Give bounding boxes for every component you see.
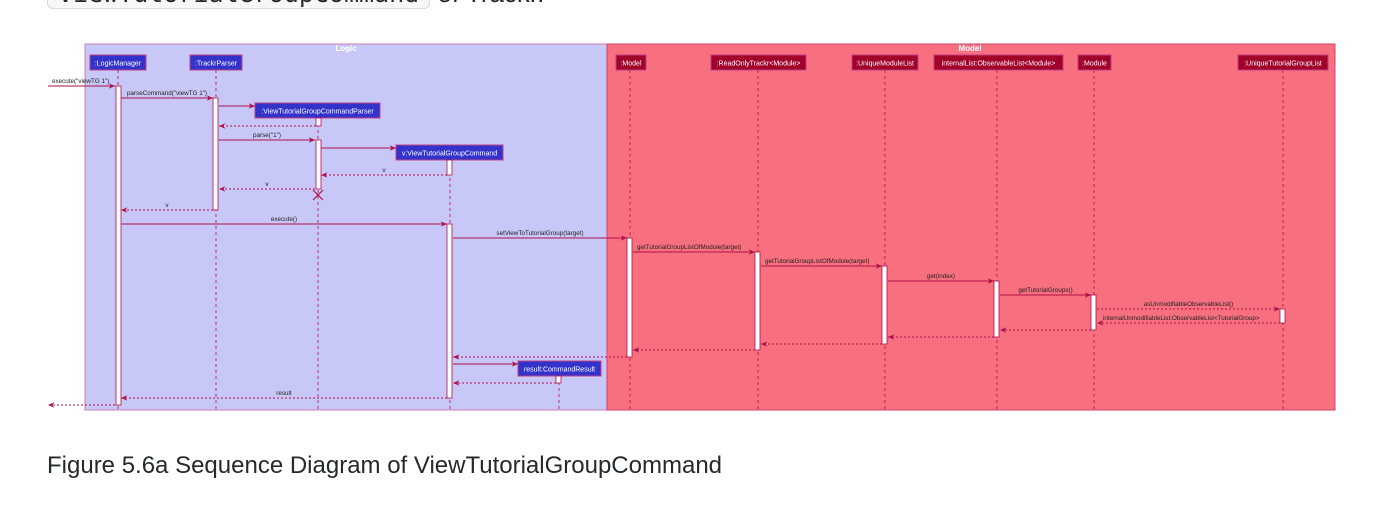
logic-group-box xyxy=(84,43,608,411)
trackr-parser-participant-box xyxy=(189,54,243,71)
as-unmodifiable-message-label: asUnmodifiableObservableList() xyxy=(1144,301,1234,308)
parse-message-label: parse("1") xyxy=(253,132,281,139)
figure-caption: Figure 5.6a Sequence Diagram of ViewTuto… xyxy=(47,452,723,479)
module-participant-label: :Module xyxy=(1082,61,1107,68)
logic-manager-participant-box xyxy=(89,54,147,71)
unique-tutorial-group-list-participant-label: :UniqueTutorialGroupList xyxy=(1244,61,1322,68)
unique-tutorial-group-list-participant-box xyxy=(1237,54,1329,71)
execute-message-label: execute() xyxy=(271,216,297,223)
trackr-parser-participant-label: :TrackrParser xyxy=(195,61,238,68)
logic-group-title: Logic xyxy=(335,44,357,53)
model-participant-box xyxy=(615,54,647,71)
code-span: ViewTutorialGroupCommand xyxy=(47,0,431,9)
activation-bar xyxy=(881,265,888,345)
read-only-trackr-participant-box xyxy=(710,54,807,71)
activation-bar xyxy=(212,97,219,211)
model-group-title: Model xyxy=(958,44,981,53)
internal-unmodifiable-message-label: internalUnmodifiableList:ObservableList<… xyxy=(1103,315,1260,322)
get-tutorial-groups-message-label: getTutorialGroups() xyxy=(1018,287,1072,294)
internal-list-participant-label: internalList:ObservableList<Module> xyxy=(942,61,1056,68)
unique-module-list-participant-box xyxy=(851,54,919,71)
activation-bar xyxy=(626,237,633,358)
activation-bar xyxy=(1090,294,1097,331)
read-only-trackr-participant-label: :ReadOnlyTrackr<Module> xyxy=(717,61,801,68)
command-result-participant-label: result:CommandResult xyxy=(524,367,595,374)
activation-bar xyxy=(315,139,322,190)
internal-list-participant-box xyxy=(933,54,1064,71)
activation-bar xyxy=(993,280,1000,338)
set-view-message-label: setViewToTutorialGroup(target) xyxy=(496,230,583,237)
v1-message-label: v xyxy=(382,167,386,174)
intro-text: of Trackr. xyxy=(430,0,544,8)
activation-bar xyxy=(446,159,453,176)
model-group-box xyxy=(606,43,1336,411)
intro-line: ViewTutorialGroupCommand of Trackr. xyxy=(47,0,544,9)
get-tg-list-2-message-label: getTutorialGroupListOfModule(target) xyxy=(765,258,869,265)
model-participant-label: :Model xyxy=(620,61,641,68)
activation-bar xyxy=(555,375,562,384)
activation-bar xyxy=(115,85,122,406)
v2-message-label: v xyxy=(265,181,269,188)
v3-message-label: v xyxy=(165,202,169,209)
get-tg-list-1-message-label: getTutorialGroupListOfModule(target) xyxy=(637,244,741,251)
activation-bar xyxy=(1279,308,1286,324)
activation-bar xyxy=(315,117,322,127)
execute-cmd-message-label: execute("viewTG 1") xyxy=(52,78,109,85)
module-participant-box xyxy=(1077,54,1112,71)
command-participant-label: v:ViewTutorialGroupCommand xyxy=(402,151,497,158)
activation-bar xyxy=(754,251,761,351)
get-index-message-label: get(index) xyxy=(927,273,955,280)
logic-manager-participant-label: :LogicManager xyxy=(95,61,142,68)
destroy-x-icon xyxy=(312,189,324,201)
parser-participant-label: :ViewTutorialGroupCommandParser xyxy=(261,109,374,116)
parse-command-message-label: parseCommand("viewTG 1") xyxy=(127,90,207,97)
result-message-label: result xyxy=(276,390,292,397)
activation-bar xyxy=(446,223,453,399)
unique-module-list-participant-label: :UniqueModuleList xyxy=(856,61,914,68)
